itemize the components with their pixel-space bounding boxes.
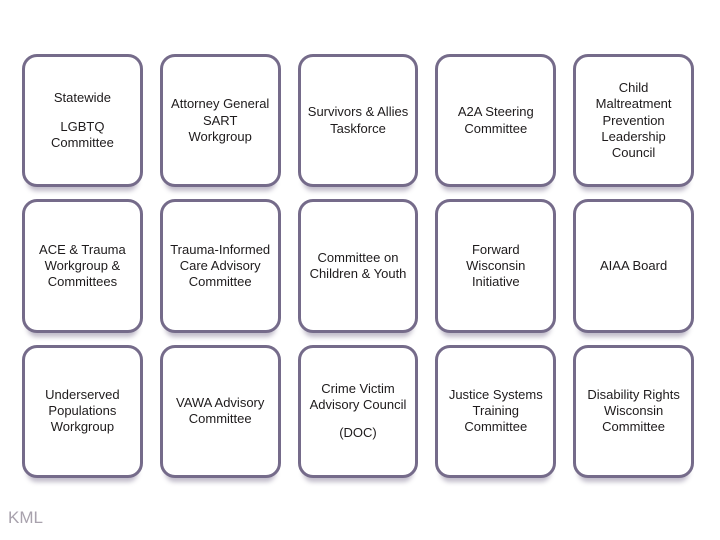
card-ace-trauma-workgroup-committees: ACE & Trauma Workgroup & Committees	[22, 199, 143, 333]
card-label: Trauma-Informed Care Advisory Committee	[170, 241, 271, 290]
card-child-maltreatment-prevention-leadership-council: Child Maltreatment Prevention Leadership…	[573, 54, 694, 188]
card-justice-systems-training-committee: Justice Systems Training Committee	[435, 344, 557, 478]
card-label: Attorney General SART Workgroup	[171, 96, 270, 144]
card-label: Child Maltreatment Prevention Leadership…	[595, 80, 672, 161]
card-attorney-general-sart-workgroup: Attorney General SART Workgroup	[159, 54, 281, 188]
card-disability-rights-wisconsin-committee: Disability Rights Wisconsin Committee	[573, 344, 694, 478]
card-label: Statewide	[53, 90, 111, 106]
card-label: LGBTQ Committee	[50, 118, 114, 150]
card-label: Forward Wisconsin Initiative	[466, 241, 526, 290]
card-underserved-populations-workgroup: Underserved Populations Workgroup	[22, 344, 143, 478]
card-statewide-lgbtq-committee: Statewide LGBTQ Committee	[22, 54, 143, 188]
card-label: AIAA Board	[599, 257, 668, 273]
card-label: Survivors & Allies Taskforce	[307, 104, 409, 136]
card-aiaa-board: AIAA Board	[573, 199, 694, 333]
card-label: VAWA Advisory Committee	[176, 395, 265, 427]
card-crime-victim-advisory-council-doc: Crime Victim Advisory Council (DOC)	[297, 344, 419, 478]
card-label: Disability Rights Wisconsin Committee	[587, 386, 680, 435]
card-label: A2A Steering Committee	[457, 104, 534, 136]
card-forward-wisconsin-initiative: Forward Wisconsin Initiative	[435, 199, 557, 333]
card-label: Justice Systems Training Committee	[448, 386, 543, 435]
card-survivors-allies-taskforce: Survivors & Allies Taskforce	[297, 54, 419, 188]
card-label: Underserved Populations Workgroup	[45, 386, 120, 435]
card-a2a-steering-committee: A2A Steering Committee	[435, 54, 557, 188]
card-label: ACE & Trauma Workgroup & Committees	[39, 241, 126, 290]
card-committee-on-children-youth: Committee on Children & Youth	[297, 199, 419, 333]
card-label: Crime Victim Advisory Council	[309, 380, 407, 413]
card-label: (DOC)	[339, 425, 377, 441]
slide-footer-initials: KML	[8, 508, 43, 527]
card-label: Committee on Children & Youth	[309, 249, 407, 281]
committee-grid: Statewide LGBTQ Committee Attorney Gener…	[22, 54, 694, 478]
card-trauma-informed-care-advisory-committee: Trauma-Informed Care Advisory Committee	[159, 199, 281, 333]
card-vawa-advisory-committee: VAWA Advisory Committee	[159, 344, 281, 478]
